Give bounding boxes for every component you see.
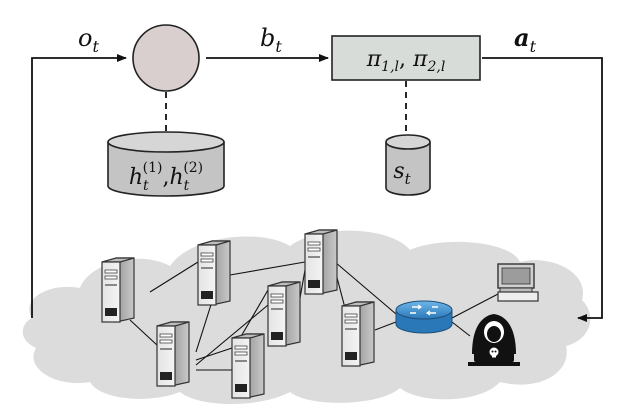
server-icon: [231, 333, 265, 399]
history-label: ht(1),ht(2): [129, 160, 203, 194]
server-icon: [341, 301, 375, 367]
state-label: st: [393, 159, 411, 188]
server-icon: [101, 257, 135, 323]
server-icon: [197, 240, 231, 306]
action-label: at: [514, 23, 537, 56]
server-icon: [304, 229, 338, 295]
server-icon: [156, 321, 190, 387]
action-arrow: [482, 57, 603, 322]
policy-box: [331, 35, 481, 81]
history-database-icon: ht(1),ht(2): [107, 131, 225, 197]
attacker-icon: [468, 314, 520, 366]
server-icon: [267, 281, 301, 347]
observation-arrow: [31, 54, 127, 318]
laptop-icon: [497, 263, 539, 302]
policy-label: π1,l, π2,l: [366, 47, 446, 75]
belief-filter-node: [132, 24, 200, 92]
state-database-icon: st: [385, 134, 431, 196]
network-links: [129, 261, 499, 371]
observation-label: ot: [78, 24, 99, 56]
belief-label: bt: [260, 24, 282, 56]
control-loop: π1,l, π2,l ot bt at ht(1),ht(2): [31, 23, 603, 322]
router-icon: [395, 300, 453, 334]
